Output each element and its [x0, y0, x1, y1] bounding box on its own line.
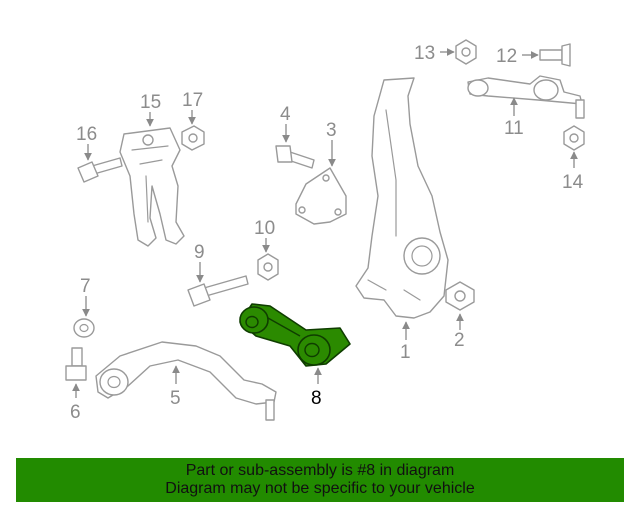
- part-8-highlighted-link[interactable]: [239, 303, 351, 367]
- part-16-bolt[interactable]: [77, 157, 123, 183]
- leader-lines: [72, 48, 578, 398]
- callout-1: 1: [400, 342, 411, 363]
- callout-8: 8: [311, 388, 322, 409]
- part-7-washer[interactable]: [73, 318, 95, 338]
- callout-6: 6: [70, 402, 81, 423]
- callout-5: 5: [170, 388, 181, 409]
- callout-15: 15: [140, 92, 161, 113]
- callout-17: 17: [182, 90, 203, 111]
- callout-13: 13: [414, 43, 435, 64]
- callout-10: 10: [254, 218, 275, 239]
- part-1-knuckle[interactable]: [355, 77, 449, 319]
- part-4-bolt[interactable]: [275, 145, 315, 169]
- part-10-nut[interactable]: [257, 253, 279, 281]
- callout-12: 12: [496, 46, 517, 67]
- footer-line-2: Diagram may not be specific to your vehi…: [165, 480, 475, 497]
- callout-3: 3: [326, 120, 337, 141]
- callout-11: 11: [504, 118, 524, 139]
- part-9-bolt[interactable]: [187, 275, 249, 307]
- part-17-nut[interactable]: [181, 125, 205, 151]
- callout-9: 9: [194, 242, 205, 263]
- part-12-bolt[interactable]: [539, 43, 571, 67]
- part-3-plate[interactable]: [295, 167, 347, 225]
- callout-14: 14: [562, 172, 584, 193]
- part-2-nut[interactable]: [445, 281, 475, 311]
- footer-banner: Part or sub-assembly is #8 in diagram Di…: [16, 458, 624, 502]
- callout-4: 4: [280, 104, 291, 125]
- callout-16: 16: [76, 124, 97, 145]
- part-5-lower-arm[interactable]: [95, 341, 277, 421]
- callout-7: 7: [80, 276, 91, 297]
- footer-line-1: Part or sub-assembly is #8 in diagram: [185, 462, 455, 479]
- part-13-nut[interactable]: [455, 39, 477, 65]
- part-15-bracket[interactable]: [119, 127, 185, 247]
- part-14-nut[interactable]: [563, 125, 585, 151]
- parts-diagram: 15 17 16 4 3 10 9 7 6 5 8 1 2 11 14 13 1…: [65, 39, 585, 423]
- callout-2: 2: [454, 330, 465, 351]
- part-6-bolt[interactable]: [65, 347, 87, 381]
- part-11-upper-arm[interactable]: [467, 75, 585, 119]
